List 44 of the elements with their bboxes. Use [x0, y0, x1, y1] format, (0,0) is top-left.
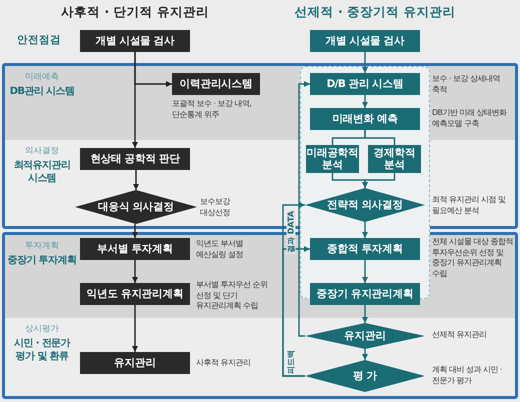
arrow — [282, 246, 310, 377]
process-box: 개별 시설물 검사 — [310, 30, 420, 52]
decision-diamond: 대응식 의사결정 — [75, 190, 197, 224]
process-box: D/B 관리 시스템 — [310, 73, 420, 95]
section-tag: 미래예측 — [5, 71, 79, 83]
process-box: 미래변화 예측 — [310, 108, 420, 130]
edge-label: 피드백 — [286, 349, 296, 375]
arrow — [362, 349, 368, 360]
section-heading: 중장기 투자계획 — [6, 254, 78, 267]
arrow — [362, 52, 368, 73]
arrow — [133, 170, 139, 190]
process-box: 부서별 투자계획 — [80, 238, 190, 260]
arrow — [362, 95, 368, 108]
process-box: 중장기 유지관리계획 — [310, 283, 420, 305]
process-box: 개별 시설물 검사 — [80, 30, 190, 52]
arrow — [132, 305, 138, 352]
arrow — [298, 81, 310, 337]
section-heading: 최적유지관리 시스템 — [12, 159, 72, 185]
arrow — [362, 222, 368, 238]
arrow — [362, 260, 368, 283]
column-title: 사후적 · 단기적 유지관리 — [60, 4, 210, 21]
process-box: 익년도 유지관리계획 — [80, 283, 190, 305]
process-box: 종합적 투자계획 — [310, 238, 420, 260]
column-title: 선제적 · 중장기적 유지관리 — [294, 4, 456, 21]
arrow — [134, 52, 172, 87]
decision-diamond: 전략적 의사결정 — [305, 188, 425, 222]
process-box: 유지관리 — [80, 352, 190, 374]
row-label: 안전점검 — [16, 33, 62, 47]
arrow — [362, 305, 368, 323]
section-tag: 투자계획 — [5, 240, 79, 252]
arrow — [132, 224, 138, 238]
process-box: 이력관리시스템 — [172, 73, 260, 95]
section-tag: 상시평가 — [5, 323, 79, 335]
process-box: 경제학적 분석 — [368, 145, 421, 173]
process-box: 미래공학적 분석 — [306, 145, 359, 173]
decision-diamond: 유지관리 — [305, 323, 425, 349]
process-box: 현상태 공학적 판단 — [80, 148, 190, 170]
arrow — [362, 173, 396, 188]
decision-diamond: 평 가 — [305, 360, 425, 392]
section-heading: 시민 · 전문가 평가 및 환류 — [13, 337, 72, 363]
arrow — [132, 260, 138, 283]
section-heading: DB관리 시스템 — [8, 85, 76, 98]
edge-label: 결과 DATA — [286, 210, 296, 254]
section-tag: 의사결정 — [5, 145, 79, 157]
